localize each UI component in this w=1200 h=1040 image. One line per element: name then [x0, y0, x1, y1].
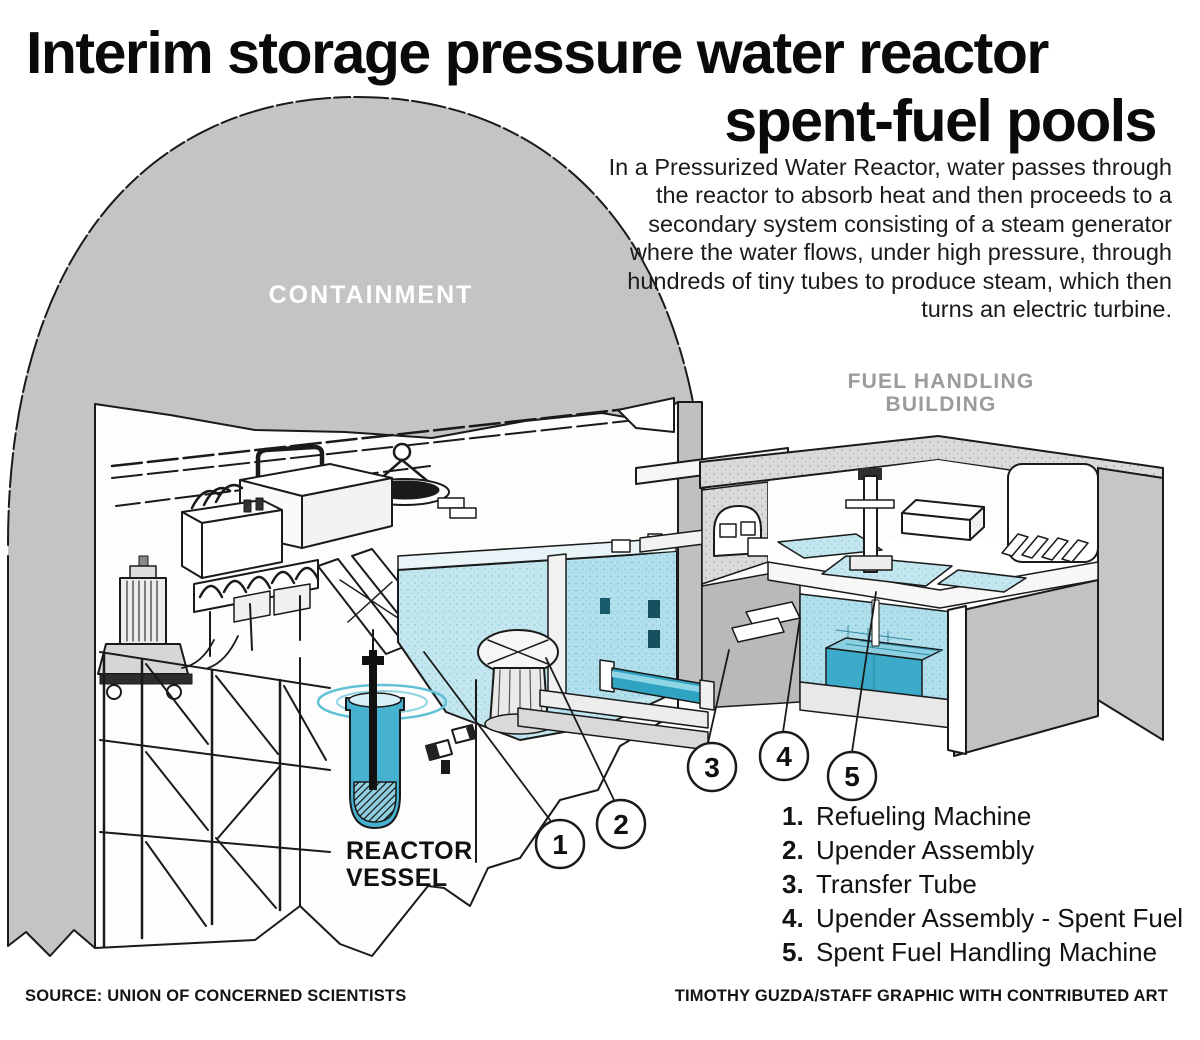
- fuel-handling-building-label-line1: FUEL HANDLING: [848, 370, 1035, 393]
- callout-1-number: 1: [552, 829, 568, 860]
- braced-wall: [99, 651, 331, 949]
- intro-paragraph: In a Pressurized Water Reactor, water pa…: [608, 154, 1172, 323]
- headline-line1: Interim storage pressure water reactor: [26, 20, 1049, 86]
- legend-item-spent-fuel-handling-machine: 5. Spent Fuel Handling Machine: [782, 937, 1183, 971]
- legend-label: Refueling Machine: [816, 801, 1032, 831]
- containment-label: CONTAINMENT: [269, 281, 474, 309]
- callout-3-number: 3: [704, 752, 720, 783]
- callout-4: 4: [758, 730, 810, 782]
- reactor-vessel: [299, 629, 477, 907]
- callout-5: 5: [826, 750, 878, 802]
- transfer-tube: [599, 659, 715, 711]
- legend-item-refueling-machine: 1. Refueling Machine: [782, 801, 1183, 835]
- steam-generator: [97, 555, 193, 700]
- legend-item-transfer-tube: 3. Transfer Tube: [782, 869, 1183, 903]
- legend-number: 1.: [782, 801, 804, 831]
- legend-label: Upender Assembly: [816, 835, 1035, 865]
- coolant-machine: [181, 483, 283, 579]
- pump-row: [181, 559, 320, 669]
- callout-3: 3: [686, 741, 738, 793]
- artist-credit: TIMOTHY GUZDA/STAFF GRAPHIC WITH CONTRIB…: [674, 987, 1168, 1005]
- callout-leader-lines: [423, 591, 877, 821]
- legend-number: 3.: [782, 869, 804, 899]
- headline-line2: spent-fuel pools: [724, 88, 1157, 154]
- legend-number: 4.: [782, 903, 804, 933]
- legend-label: Spent Fuel Handling Machine: [816, 937, 1158, 967]
- fuel-handling-building-label-line2: BUILDING: [885, 393, 996, 416]
- callout-2-number: 2: [613, 809, 629, 840]
- callout-2: 2: [595, 798, 647, 850]
- callout-1: 1: [534, 818, 586, 870]
- legend-number: 5.: [782, 937, 804, 967]
- legend: 1. Refueling Machine 2. Upender Assembly…: [782, 801, 1183, 971]
- legend-label: Upender Assembly - Spent Fuel: [816, 903, 1184, 933]
- legend-item-upender-spent-fuel: 4. Upender Assembly - Spent Fuel: [782, 903, 1183, 937]
- fuel-handling-building: [699, 435, 1164, 757]
- reactor-vessel-label-line2: VESSEL: [346, 864, 448, 892]
- reactor-vessel-label-line1: REACTOR: [346, 837, 473, 865]
- callout-5-number: 5: [844, 761, 860, 792]
- legend-item-upender-assembly: 2. Upender Assembly: [782, 835, 1183, 869]
- source-credit: SOURCE: UNION OF CONCERNED SCIENTISTS: [25, 987, 407, 1005]
- legend-label: Transfer Tube: [816, 869, 977, 899]
- polar-crane: [110, 397, 675, 507]
- legend-number: 2.: [782, 835, 804, 865]
- callout-4-number: 4: [776, 741, 792, 772]
- transfer-steps: [517, 689, 709, 751]
